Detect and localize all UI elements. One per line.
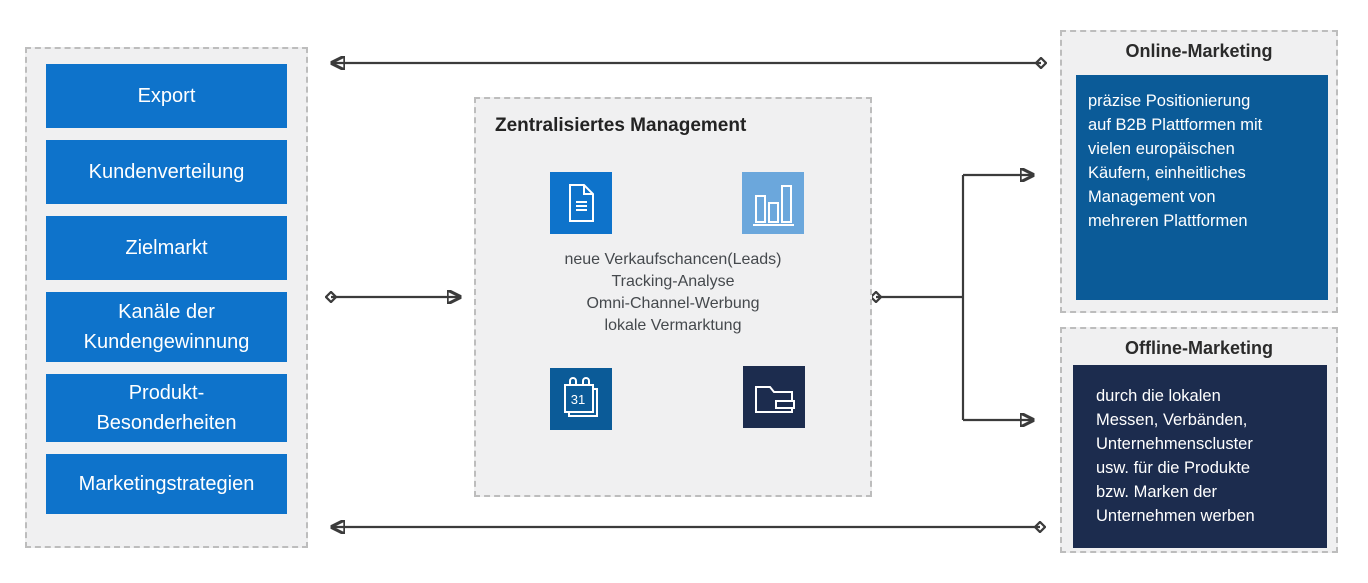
calendar-tile: 31 <box>550 368 612 430</box>
calendar-day-label: 31 <box>571 392 585 407</box>
cycle-line-omnichannel: Omni-Channel-Werbung <box>586 295 760 312</box>
center-panel-title: Zentralisiertes Management <box>495 115 747 136</box>
bar-chart-tile <box>742 172 804 234</box>
document-icon <box>569 184 594 222</box>
left-topics-panel: Export Kundenverteilung Zielmarkt Kanäle… <box>25 47 308 548</box>
folder-icon <box>755 386 795 413</box>
calendar-icon: 31 <box>564 377 598 417</box>
bar-chart-icon <box>753 185 794 226</box>
topic-kundenverteilung: Kundenverteilung <box>46 140 287 204</box>
topic-export: Export <box>46 64 287 128</box>
topic-produkt-besonderheiten: Produkt- Besonderheiten <box>46 374 287 442</box>
cycle-description: neue Verkaufschancen(Leads) Tracking-Ana… <box>476 249 870 337</box>
topic-marketingstrategien: Marketingstrategien <box>46 454 287 514</box>
cycle-line-lokale: lokale Vermarktung <box>604 317 742 334</box>
central-management-panel: Zentralisiertes Management <box>474 97 872 497</box>
topic-kanaele-der-kundengewinnung: Kanäle der Kundengewinnung <box>46 292 287 362</box>
offline-marketing-panel: Offline-Marketing durch die lokalen Mess… <box>1060 327 1338 553</box>
cycle-line-tracking: Tracking-Analyse <box>611 273 735 290</box>
online-marketing-panel: Online-Marketing präzise Positionierung … <box>1060 30 1338 313</box>
online-marketing-description: präzise Positionierung auf B2B Plattform… <box>1076 75 1328 300</box>
offline-marketing-description: durch die lokalen Messen, Verbänden, Unt… <box>1073 365 1327 548</box>
offline-marketing-title: Offline-Marketing <box>1124 338 1273 358</box>
online-marketing-title: Online-Marketing <box>1125 41 1273 61</box>
document-tile <box>550 172 612 234</box>
folder-tile <box>743 366 805 428</box>
topic-zielmarkt: Zielmarkt <box>46 216 287 280</box>
cycle-line-leads: neue Verkaufschancen(Leads) <box>564 251 782 268</box>
